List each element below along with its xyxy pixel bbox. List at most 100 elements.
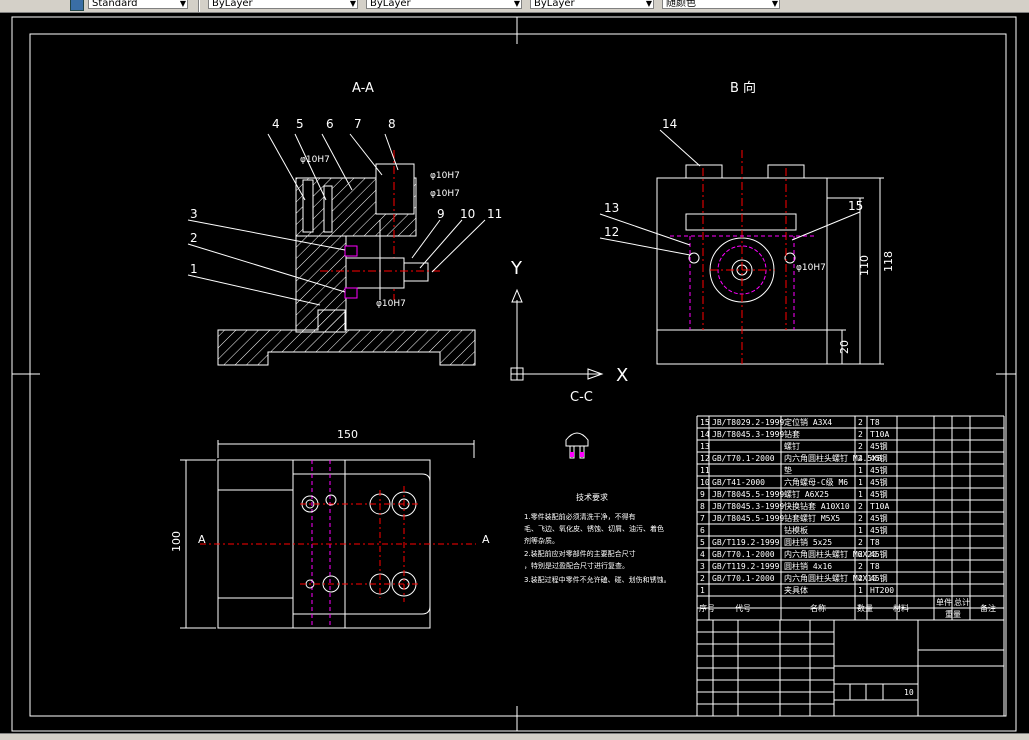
view-b[interactable]: B 向 φ10H7 118 110 20: [599, 80, 895, 365]
bom-cell-material: T8: [870, 562, 880, 571]
plot-style-value: 随颜色: [666, 0, 696, 9]
bom-header-material: 材料: [893, 603, 909, 613]
balloon-label: 4: [272, 117, 280, 131]
text-style-icon[interactable]: [70, 0, 84, 11]
bom-cell-no: 13: [700, 442, 710, 451]
drill-plate: [685, 213, 797, 231]
bom-cell-material: 45钢: [870, 525, 888, 535]
tolerance-label: φ10H7: [376, 299, 406, 309]
bom-cell-code: GB/T70.1-2000: [712, 454, 775, 463]
bom-cell-name: 六角螺母-C级 M6: [784, 477, 848, 487]
balloon-label: 2: [190, 231, 198, 245]
bom-header-code: 代号: [735, 603, 751, 613]
note-line: 2.装配前应对零部件的主要配合尺寸: [524, 549, 636, 558]
bom-cell-name: 夹具体: [784, 585, 808, 595]
pin-5: [323, 185, 333, 233]
bom-cell-material: T10A: [870, 430, 889, 439]
bom-cell-no: 5: [700, 538, 705, 547]
text-style-select[interactable]: Standard▼: [88, 0, 188, 9]
balloon-label: 13: [604, 201, 619, 215]
bom-cell-qty: 2: [858, 574, 863, 583]
drawing-canvas[interactable]: A-A φ10H7 φ10H7 φ10H7 φ10H7: [0, 12, 1029, 733]
color-select[interactable]: ByLayer▼: [208, 0, 358, 9]
screw-3: [344, 245, 358, 257]
section-aa-view[interactable]: A-A φ10H7 φ10H7 φ10H7 φ10H7: [187, 81, 502, 366]
bom-cell-name: 垫: [784, 465, 792, 475]
screw-4: [302, 179, 314, 233]
bom-cell-qty: 2: [858, 562, 863, 571]
notes-title: 技术要求: [576, 492, 608, 502]
lineweight-value: ByLayer: [534, 0, 575, 9]
plot-style-select[interactable]: 随颜色▼: [662, 0, 780, 9]
bom-cell-name: 内六角圆柱头螺钉 M2.5X8: [784, 453, 882, 463]
bom-cell-no: 2: [700, 574, 705, 583]
bom-cell-qty: 2: [858, 514, 863, 523]
bom-cell-qty: 1: [858, 478, 863, 487]
bom-cell-material: 45钢: [870, 489, 888, 499]
balloon-label: 14: [662, 117, 677, 131]
balloon-label: 9: [437, 207, 445, 221]
dim-110: 110: [858, 255, 871, 276]
bom-cell-no: 6: [700, 526, 705, 535]
chevron-down-icon: ▼: [349, 0, 356, 8]
dimension-lines: [827, 177, 884, 365]
screw-12: [688, 252, 700, 264]
bom-cell-no: 15: [700, 418, 710, 427]
view-b-title: B 向: [730, 80, 756, 96]
bom-table: [696, 415, 1005, 621]
linetype-value: ByLayer: [370, 0, 411, 9]
bom-cell-qty: 2: [858, 550, 863, 559]
bom-cell-no: 14: [700, 430, 710, 439]
bom-cell-material: 45钢: [870, 441, 888, 451]
bom-cell-qty: 2: [858, 442, 863, 451]
pin-hole: [325, 494, 337, 506]
bom-cell-no: 10: [700, 478, 710, 487]
bom-cell-no: 12: [700, 454, 710, 463]
properties-toolbar: Standard▼ ByLayer▼ ByLayer▼ ByLayer▼ 随颜色…: [0, 0, 1029, 13]
bom-cell-qty: 2: [858, 418, 863, 427]
tolerance-label: φ10H7: [430, 171, 460, 181]
bom-cell-name: 快换钻套 A10X10: [784, 501, 850, 511]
balloon-label: 3: [190, 207, 198, 221]
bom-header-name: 名称: [810, 603, 826, 613]
bom-cell-qty: 2: [858, 538, 863, 547]
balloon-label: 12: [604, 225, 619, 239]
balloon-label: 15: [848, 199, 863, 213]
bom-cell-material: 45钢: [870, 573, 888, 583]
screw-15: [784, 252, 796, 264]
ucs-x-label: X: [616, 365, 628, 386]
bom-cell-code: JB/T8029.2-1999: [712, 418, 784, 427]
bom-cell-name: 钻套螺钉 M5X5: [784, 513, 840, 523]
dim-100: 100: [170, 531, 183, 552]
lineweight-select[interactable]: ByLayer ▼: [530, 0, 654, 9]
technical-notes: 技术要求 1.零件装配前必须清洗干净，不得有 毛、飞边、氧化皮、锈蚀、切屑、油污…: [524, 492, 671, 584]
upright-body: [295, 235, 347, 333]
bom-cell-material: HT200: [870, 586, 894, 595]
balloon-label: 7: [354, 117, 362, 131]
title-block: [696, 619, 1005, 717]
balloon-label: 8: [388, 117, 396, 131]
bom-cell-material: 45钢: [870, 453, 888, 463]
bom-cell-material: 45钢: [870, 513, 888, 523]
chevron-down-icon: ▼: [645, 0, 652, 8]
plan-view[interactable]: 150 100 A A: [170, 428, 490, 629]
linetype-select[interactable]: ByLayer▼: [366, 0, 522, 9]
bom-cell-qty: 1: [858, 526, 863, 535]
bom-header-weight: 重量: [945, 609, 961, 619]
bom-cell-no: 7: [700, 514, 705, 523]
bom-cell-qty: 4: [858, 454, 863, 463]
bom-cell-code: GB/T70.1-2000: [712, 574, 775, 583]
ucs-y-label: Y: [510, 258, 523, 279]
bom-cell-material: 45钢: [870, 465, 888, 475]
bom-cell-qty: 1: [858, 490, 863, 499]
bom-cell-no: 1: [700, 586, 705, 595]
bom-cell-material: T8: [870, 418, 880, 427]
section-aa-title: A-A: [352, 81, 374, 96]
leader-lines: [599, 129, 861, 256]
tolerance-label: φ10H7: [430, 189, 460, 199]
bom-header-no: 序号: [699, 603, 715, 613]
text-style-value: Standard: [92, 0, 138, 9]
balloon-label: 6: [326, 117, 334, 131]
bom-cell-material: 45钢: [870, 477, 888, 487]
